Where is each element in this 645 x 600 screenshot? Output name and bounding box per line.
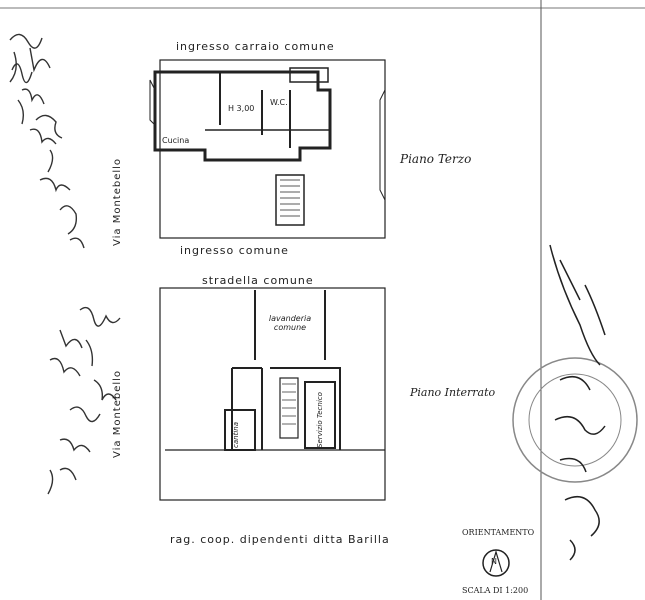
street-label-upper-bottom: ingresso comune — [180, 244, 289, 257]
basement-storage-label: Servizio Tecnico — [316, 392, 324, 448]
third-floor-label: Piano Terzo — [400, 152, 472, 166]
handwritten-signature-right — [549, 244, 606, 561]
scale-label: SCALA DI 1:200 — [462, 586, 529, 595]
basement-stair — [279, 377, 299, 439]
basement-laundry-walls — [254, 290, 326, 360]
third-floor-apartment-walls — [153, 70, 332, 162]
street-label-lower-left: Via Montebello — [112, 369, 123, 458]
third-floor-height: H 3,00 — [228, 104, 255, 113]
third-floor-bay — [149, 79, 156, 127]
basement-technical-room — [304, 381, 336, 449]
street-label-lower-top: stradella comune — [202, 274, 314, 287]
third-floor-plan — [149, 59, 386, 239]
basement-stair-steps — [282, 383, 296, 425]
third-floor-balcony — [289, 67, 329, 83]
street-label-upper-left: Via Montebello — [112, 157, 123, 246]
basement-site-boundary — [159, 287, 386, 501]
third-floor-stair-steps — [280, 179, 300, 217]
basement-laundry-label: lavanderia comune — [268, 314, 312, 332]
notary-stamp — [512, 357, 638, 483]
handwritten-signatures-left — [9, 33, 121, 495]
north-arrow — [482, 549, 510, 577]
third-floor-kitchen: Cucina — [162, 136, 190, 145]
north-letter: N — [491, 557, 497, 566]
basement-label: Piano Interrato — [410, 386, 496, 399]
street-label-top: ingresso carraio comune — [176, 40, 335, 53]
basement-plan — [159, 287, 386, 501]
street-label-bottom: rag. coop. dipendenti ditta Barilla — [170, 533, 390, 546]
basement-cellar-label: cantina — [232, 422, 240, 448]
orientation-label: ORIENTAMENTO — [462, 528, 535, 537]
third-floor-right-edge — [379, 89, 386, 201]
third-floor-wc: W.C. — [270, 98, 288, 107]
third-floor-stair — [275, 174, 305, 226]
basement-cellar — [224, 409, 256, 451]
